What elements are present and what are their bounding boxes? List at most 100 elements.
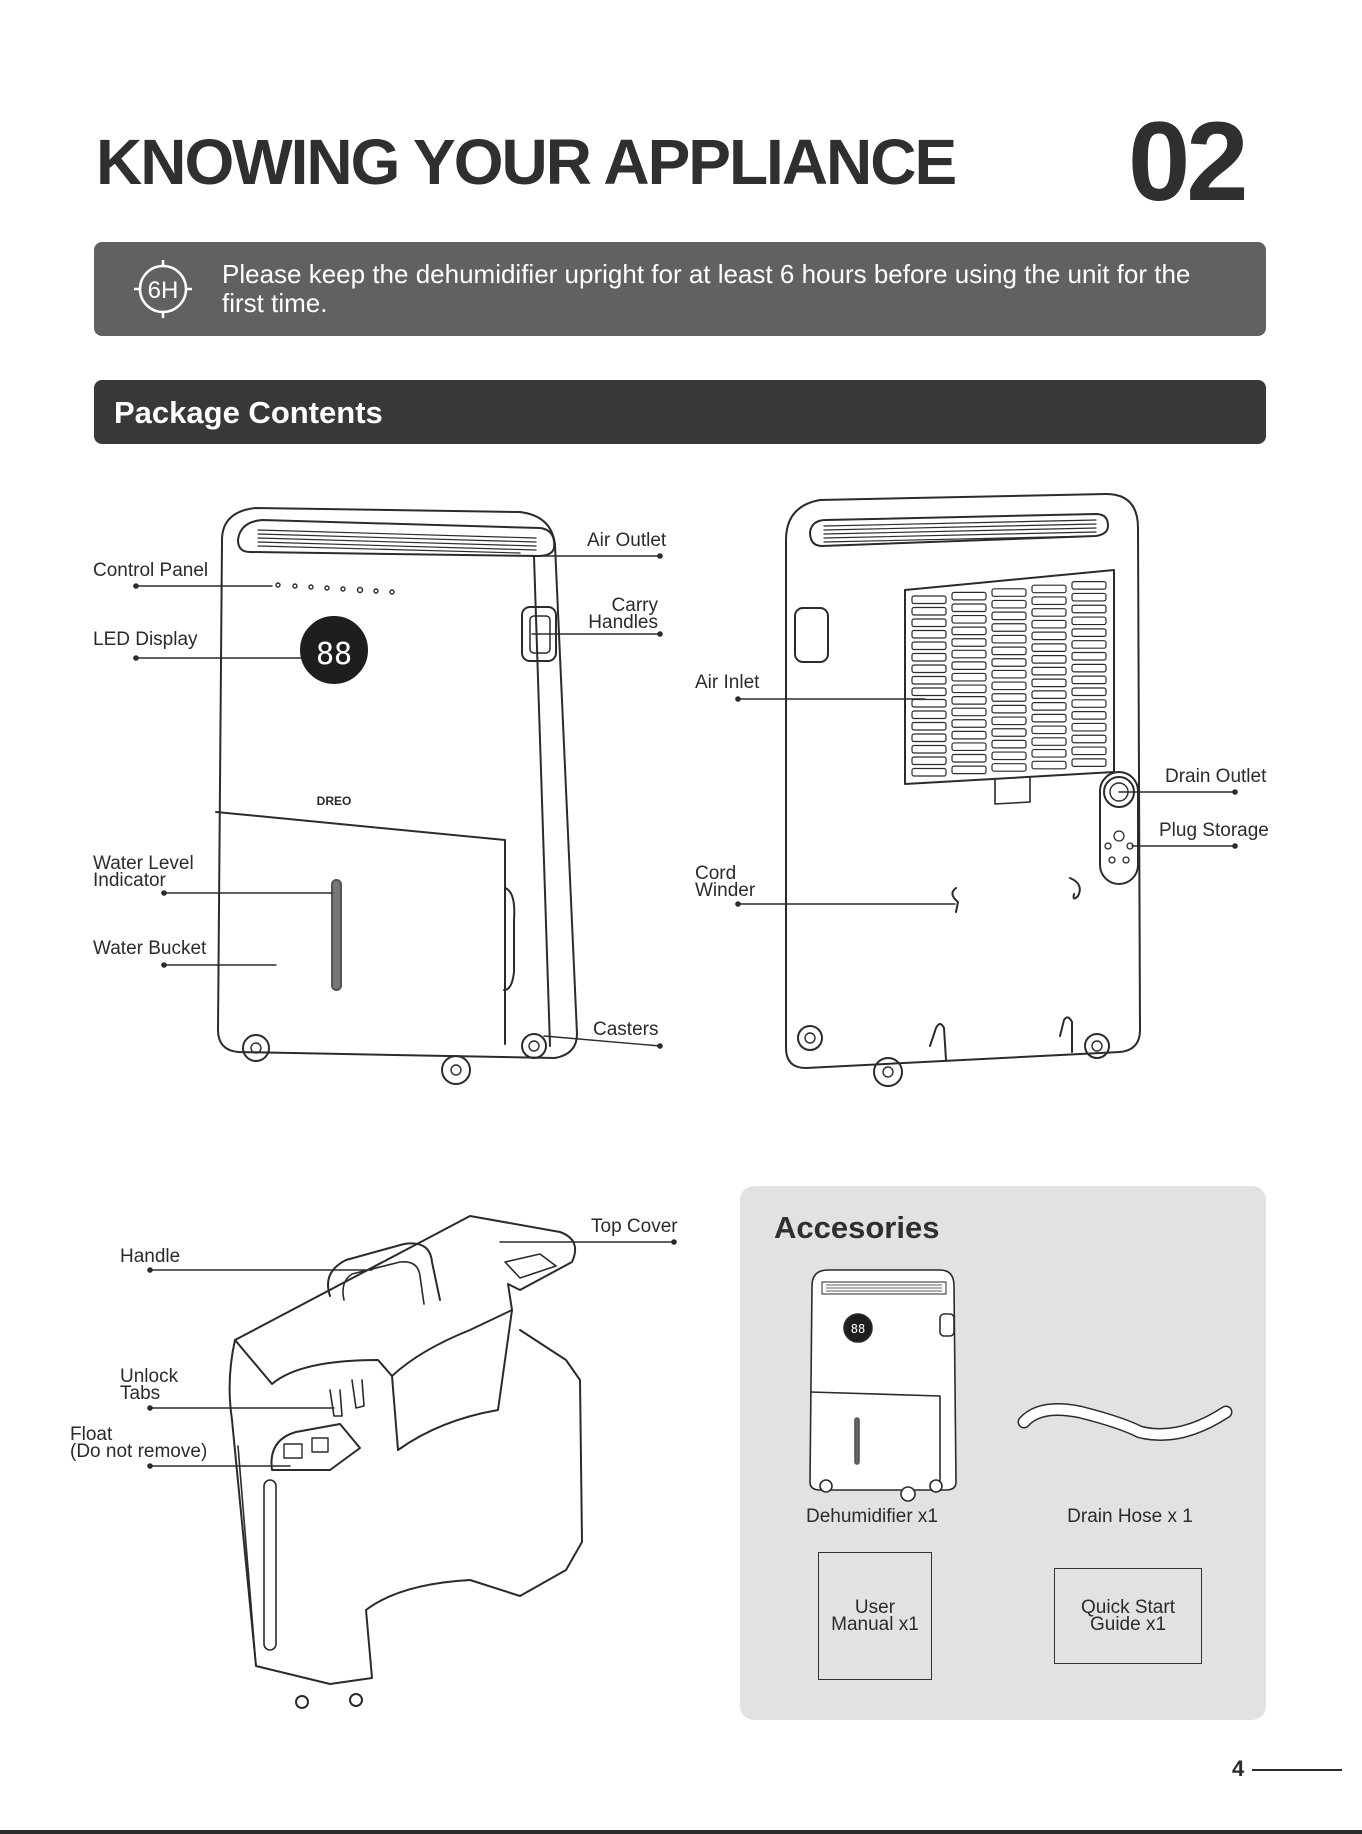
accessory-dehumidifier-label: Dehumidifier x1 — [806, 1506, 938, 1527]
air-inlet-slot — [911, 744, 947, 754]
air-inlet-slot — [911, 733, 947, 743]
air-inlet-slot — [1071, 628, 1107, 637]
air-inlet-slot — [951, 626, 987, 636]
air-inlet-slot — [951, 661, 987, 670]
air-inlet-slot — [951, 753, 987, 763]
air-inlet-slot — [1071, 758, 1107, 768]
air-inlet-slot — [1071, 687, 1107, 697]
callout-top-cover: Top Cover — [591, 1216, 678, 1237]
accessory-quick-start-guide: Quick Start Guide x1 — [1054, 1568, 1202, 1664]
air-inlet-slot — [1071, 640, 1107, 649]
callout-carry-handles: Carry Handles — [578, 595, 658, 632]
air-inlet-slot — [1071, 604, 1107, 614]
brand-logo: DREO — [317, 794, 352, 808]
air-inlet-slot — [911, 652, 947, 662]
air-inlet-slot — [1031, 596, 1067, 606]
drain-plug-panel — [1099, 771, 1139, 885]
six-hours-icon-label: 6H — [148, 277, 179, 304]
air-inlet-slot — [951, 765, 987, 775]
air-inlet-slot — [1071, 616, 1107, 626]
callout-drain-outlet: Drain Outlet — [1165, 766, 1267, 787]
air-inlet-slot — [1071, 651, 1107, 661]
air-inlet-slot — [1071, 746, 1107, 756]
callout-unlock-tabs: Unlock Tabs — [120, 1366, 179, 1404]
air-inlet-slot — [991, 669, 1027, 679]
air-inlet-slot — [1031, 713, 1067, 723]
callout-led-display: LED Display — [93, 629, 198, 650]
callout-unlock-line2: Tabs — [120, 1383, 161, 1404]
callout-water-bucket: Water Bucket — [93, 938, 207, 959]
air-outlet-vent-frame — [237, 519, 556, 557]
air-inlet-slot — [991, 588, 1027, 597]
air-inlet-slot — [991, 681, 1027, 691]
callout-casters: Casters — [593, 1019, 659, 1040]
air-inlet-slot — [1031, 655, 1067, 664]
bucket-handle — [327, 1242, 441, 1301]
led-display-screen — [300, 616, 368, 684]
air-inlet-slot — [911, 698, 947, 708]
svg-text:88: 88 — [316, 637, 352, 672]
top-cover-outline — [234, 1215, 576, 1385]
air-inlet-slot — [1031, 725, 1067, 735]
accessory-drain-hose-label: Drain Hose x 1 — [1067, 1506, 1193, 1527]
accessories-title: Accesories — [774, 1210, 940, 1245]
air-inlet-slot — [1071, 592, 1107, 602]
air-inlet-slot — [991, 658, 1027, 667]
air-inlet-slot — [991, 646, 1027, 656]
mini-dehumidifier-illustration: 88 — [809, 1269, 957, 1502]
accessories-illustrations: 88 — [809, 1269, 1233, 1502]
air-outlet-vent-slats — [257, 529, 537, 554]
water-level-indicator-window — [331, 879, 342, 991]
user-manual-line2: Manual x1 — [831, 1614, 919, 1635]
air-inlet-slot — [911, 629, 947, 639]
air-inlet-slot — [1071, 699, 1107, 708]
rear-body-outline — [785, 493, 1141, 1069]
air-inlet-slot — [911, 641, 947, 651]
air-inlet-slot — [911, 664, 947, 674]
air-inlet-slot — [911, 721, 947, 731]
air-inlet-slot — [1031, 737, 1067, 746]
air-inlet-slot — [1031, 631, 1067, 641]
user-manual-line1: User — [854, 1597, 896, 1618]
air-inlet-slot — [1031, 584, 1067, 594]
float-assembly — [270, 1423, 361, 1471]
accessories-panel: Accesories 88 Dehumidifier x1 Dr — [740, 1186, 1266, 1720]
callout-unlock-line1: Unlock — [120, 1366, 179, 1387]
front-view-illustration: 88 DREO — [215, 507, 578, 1085]
accessory-user-manual: User Manual x1 — [818, 1552, 932, 1680]
air-inlet-slot — [1071, 675, 1107, 685]
air-inlet-slot — [911, 595, 947, 605]
callout-carry-line1: Carry — [611, 595, 658, 616]
air-inlet-slot — [991, 704, 1027, 714]
callout-float-line1: Float — [70, 1424, 113, 1445]
control-panel-buttons — [275, 582, 395, 595]
svg-text:88: 88 — [851, 1322, 865, 1336]
air-inlet-slot — [991, 611, 1027, 621]
air-inlet-slot — [991, 728, 1027, 737]
callout-air-outlet: Air Outlet — [587, 530, 667, 551]
callout-float-line2: (Do not remove) — [70, 1441, 208, 1462]
callout-air-inlet: Air Inlet — [695, 672, 760, 693]
air-inlet-slot — [991, 763, 1027, 772]
air-inlet-slot — [1071, 722, 1107, 732]
air-inlet-slot — [911, 767, 947, 777]
callout-handle: Handle — [120, 1246, 181, 1267]
air-inlet-slot — [991, 623, 1027, 632]
air-inlet-slot — [1071, 734, 1107, 744]
air-inlet-slot — [951, 638, 987, 647]
air-inlet-slot — [951, 696, 987, 705]
air-inlet-slot — [951, 614, 987, 624]
upright-notice-text: Please keep the dehumidifier upright for… — [222, 259, 1191, 318]
rear-carry-handle — [794, 607, 829, 663]
callout-leader-lines — [135, 555, 1236, 1467]
air-inlet-slot — [1071, 663, 1107, 673]
callout-plug-storage: Plug Storage — [1159, 820, 1269, 841]
air-inlet-slot — [911, 710, 947, 720]
six-hours-icon: 6H — [134, 260, 192, 318]
air-inlet-slot — [911, 687, 947, 697]
air-inlet-slot — [951, 730, 987, 740]
drain-hose-illustration — [1017, 1403, 1233, 1441]
callout-water-level-indicator: Water Level Indicator — [93, 854, 194, 890]
air-inlet-slot — [951, 707, 987, 717]
air-inlet-slot — [991, 751, 1027, 761]
